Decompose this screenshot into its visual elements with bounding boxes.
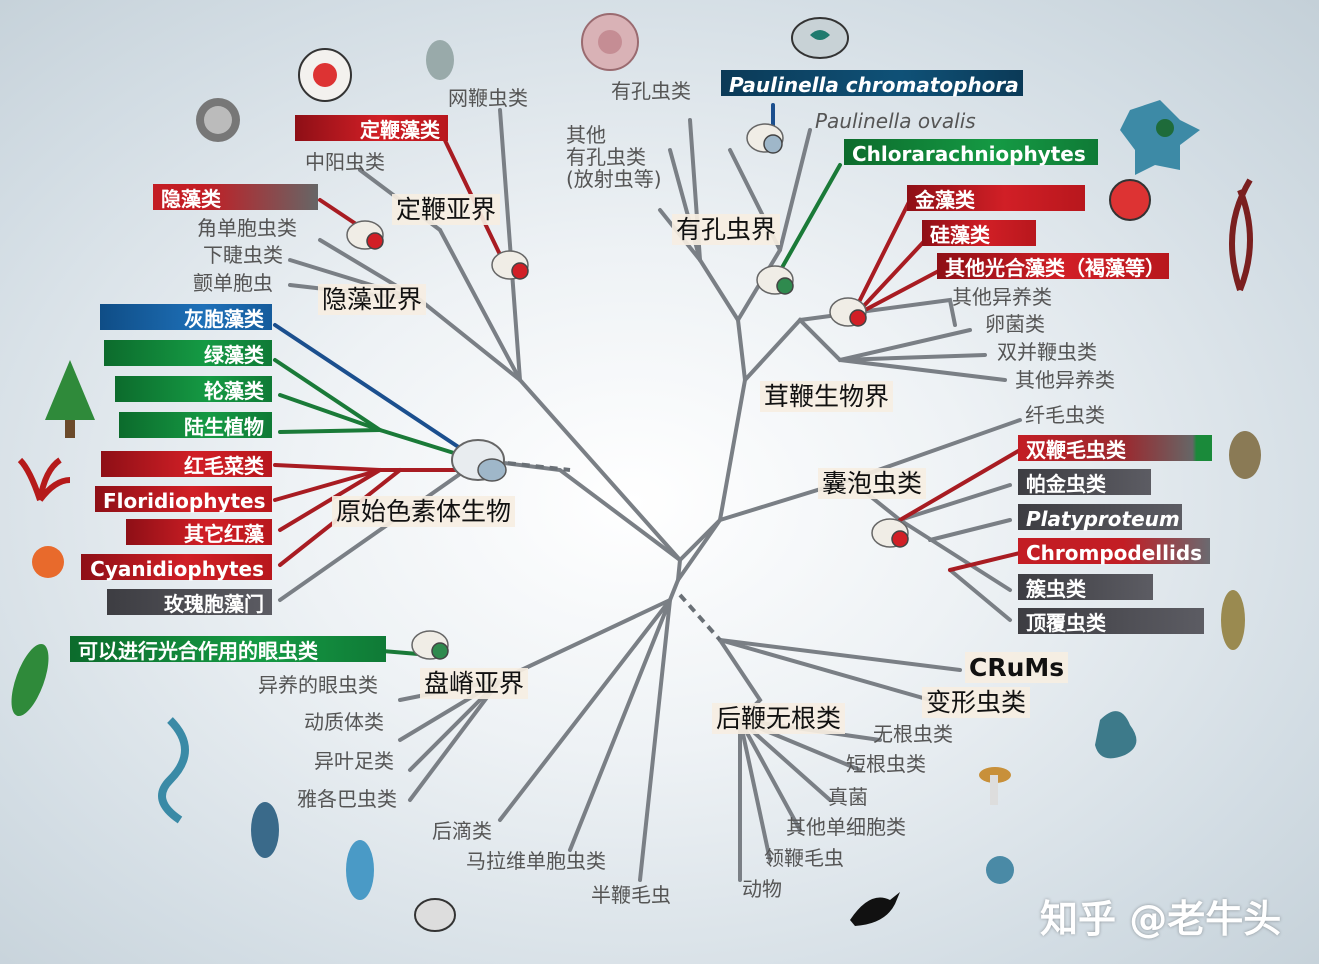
box-dinoflagellates: 双鞭毛虫类 xyxy=(1018,435,1212,462)
group-label-stramenopiles: 茸鞭生物界 xyxy=(760,381,894,412)
green-lineage xyxy=(273,358,472,460)
box-rhodophyta: 红毛菜类 xyxy=(101,451,272,478)
box-chrompodellids: Chrompodellids xyxy=(1018,538,1210,565)
leaf-choanoflagellates: 领鞭毛虫 xyxy=(764,846,844,870)
red-lineage-2 xyxy=(273,468,382,502)
group-label-haptista: 定鞭亚界 xyxy=(392,194,501,225)
box-chlorophyta: 绿藻类 xyxy=(104,340,272,367)
group-label-cryptista: 隐藻亚界 xyxy=(318,284,427,315)
box-platyproteum: Platyproteum xyxy=(1018,504,1182,531)
red-hetero-1 xyxy=(853,198,912,312)
box-paulinella-chromatophora: Paulinella chromatophora xyxy=(721,70,1023,97)
group-label-crums: CRuMs xyxy=(965,652,1069,683)
red-lineage xyxy=(273,463,472,472)
leaf-heterotrophic-euglenids: 异养的眼虫类 xyxy=(258,673,378,697)
branch-apicomplexa-1 xyxy=(898,483,1012,522)
leaf-centrohelids: 中阳虫类 xyxy=(305,150,385,174)
branch-rhodelphis xyxy=(278,458,482,602)
branch-trunk-upper xyxy=(676,318,748,582)
leaf-apusomonads: 无根虫类 xyxy=(873,722,953,746)
leaf-breviates: 短根虫类 xyxy=(846,752,926,776)
branch-malawimonads xyxy=(568,598,672,852)
leaf-fungi: 真菌 xyxy=(828,785,868,809)
branch-apicomplexa-2 xyxy=(898,518,1012,592)
leaf-other-unicellular: 其他单细胞类 xyxy=(786,815,906,839)
branch-discoba-4 xyxy=(408,678,502,802)
box-cyanidiophytes: Cyanidiophytes xyxy=(81,554,272,581)
box-glaucophyta: 灰胞藻类 xyxy=(100,304,272,331)
box-diatoms: 硅藻类 xyxy=(922,220,1036,247)
box-chrysophytes: 金藻类 xyxy=(907,185,1085,212)
red-chrom xyxy=(948,551,1022,572)
leaf-kinetoplastids: 动质体类 xyxy=(304,710,384,734)
leaf-heterolobosea: 异叶足类 xyxy=(314,749,394,773)
group-label-rhizaria: 有孔虫界 xyxy=(672,214,781,245)
branch-apicomplexa-4 xyxy=(928,518,1012,542)
leaf-hemimastigophora: 半鞭毛虫 xyxy=(591,883,671,907)
leaf-bicosoecids: 双并鞭虫类 xyxy=(997,340,1097,364)
leaf-other-heterotrophs-2: 其他异养类 xyxy=(1015,368,1115,392)
leaf-paulinella-ovalis: Paulinella ovalis xyxy=(815,109,976,133)
box-floridiophytes: Floridiophytes xyxy=(95,486,272,513)
red-hetero-3 xyxy=(863,263,952,312)
branch-opis-5 xyxy=(738,718,802,832)
leaf-katablepharids: 角单胞虫类 xyxy=(197,216,297,240)
box-gregarines: 簇虫类 xyxy=(1018,574,1153,601)
leaf-telonemia: 网鞭虫类 xyxy=(448,86,528,110)
leaf-picozoa: 下睫虫类 xyxy=(203,243,283,267)
branch-apicomplexa-3 xyxy=(948,568,1012,622)
box-chlorarachniophytes: Chlorarachniophytes xyxy=(844,139,1098,166)
box-other-red: 其它红藻 xyxy=(126,519,272,546)
group-label-alveolata: 囊泡虫类 xyxy=(818,468,927,499)
leaf-palpitomonas: 颤单胞虫 xyxy=(193,271,273,295)
box-photosynthetic-euglenids: 可以进行光合作用的眼虫类 xyxy=(70,636,386,663)
green-lineage-3 xyxy=(278,428,382,434)
leaf-other-rhizaria: 其他 有孔虫类 (放射虫等) xyxy=(566,123,662,191)
box-cryptophyta: 隐藻类 xyxy=(153,184,318,211)
box-haptophyta: 定鞭藻类 xyxy=(295,115,448,142)
blue-lineage xyxy=(273,323,480,462)
leaf-oomycetes: 卵菌类 xyxy=(985,312,1045,336)
group-label-amoebozoa: 变形虫类 xyxy=(922,687,1031,718)
branch-sar xyxy=(743,317,972,382)
branch-dashed-2 xyxy=(678,593,722,642)
branch-metamonads xyxy=(498,598,672,822)
red-dino xyxy=(898,448,1022,522)
branch-amoebozoa xyxy=(718,638,932,702)
branch-opis-6 xyxy=(738,718,772,862)
box-perkinsids: 帕金虫类 xyxy=(1018,469,1151,496)
branch-amorphea xyxy=(718,638,962,672)
branch-telonemia xyxy=(498,108,522,382)
leaf-foraminifera: 有孔虫类 xyxy=(611,79,691,103)
box-charophyta: 轮藻类 xyxy=(115,376,272,403)
leaf-jakobids: 雅各巴虫类 xyxy=(297,787,397,811)
group-label-opisthokonta: 后鞭无根类 xyxy=(712,703,846,734)
box-land-plants: 陆生植物 xyxy=(119,412,272,439)
red-lineage-3 xyxy=(278,468,382,532)
leaf-animals: 动物 xyxy=(742,877,782,901)
branch-arch-root xyxy=(478,458,682,562)
red-hetero-2 xyxy=(858,233,932,312)
box-rhodelphis: 玫瑰胞藻门 xyxy=(107,589,272,616)
group-label-discoba: 盘嵴亚界 xyxy=(420,668,529,699)
group-label-archaeplastida: 原始色素体生物 xyxy=(332,496,516,527)
leaf-other-heterotrophs-1: 其他异养类 xyxy=(952,285,1052,309)
branch-sar3 xyxy=(838,358,1007,382)
box-photosynthetic-stramenopiles: 其他光合藻类（褐藻等） xyxy=(937,253,1169,280)
box-apicomplexa: 顶覆虫类 xyxy=(1018,608,1204,635)
watermark: 知乎 @老牛头 xyxy=(1040,897,1282,941)
branch-sar2 xyxy=(838,353,987,362)
leaf-malawimonads: 马拉维单胞虫类 xyxy=(466,849,606,873)
leaf-ciliates: 纤毛虫类 xyxy=(1025,403,1105,427)
leaf-metamonads: 后滴类 xyxy=(432,819,492,843)
green-lineage-2 xyxy=(278,393,382,432)
green-chlorarach xyxy=(773,163,842,282)
plastid-glyphs xyxy=(346,123,909,660)
